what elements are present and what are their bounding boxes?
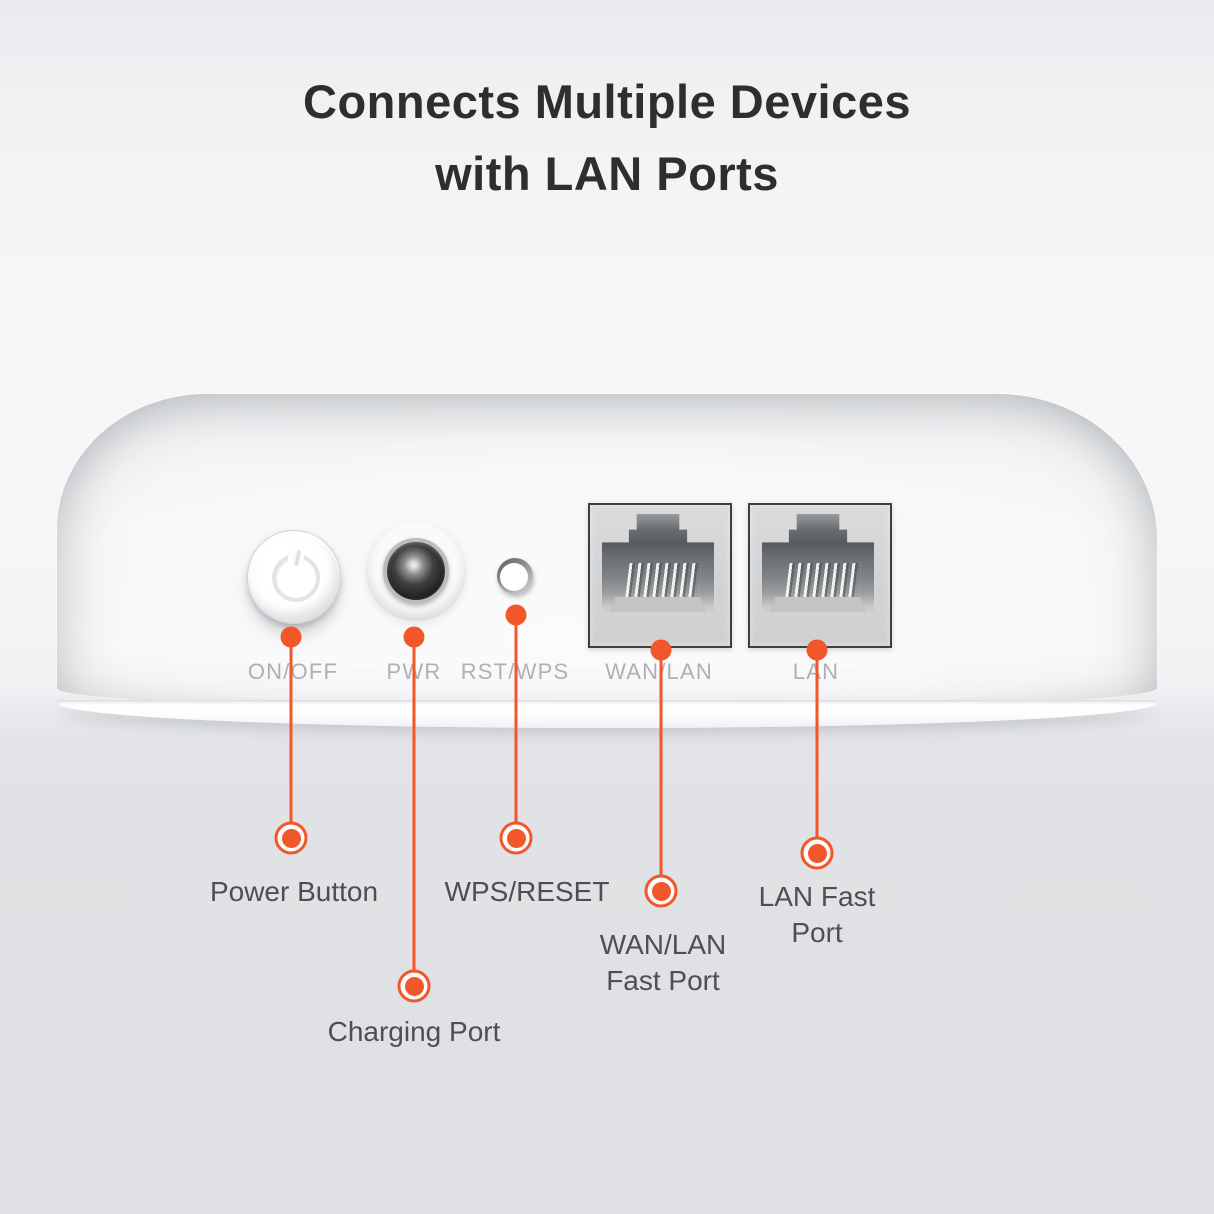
callout-anchor-dot: [806, 639, 828, 661]
title-line-2: with LAN Ports: [435, 147, 779, 200]
dc-jack-barrel: [383, 538, 449, 604]
callout-end-dot: [644, 874, 678, 908]
callout-anchor-dot: [505, 604, 527, 626]
callout-line: [514, 615, 518, 822]
callout-line: [412, 637, 416, 970]
callout-end-dot: [800, 836, 834, 870]
callout-label: Charging Port: [327, 1016, 501, 1047]
reset-wps-button: [497, 558, 533, 594]
callout-anchor-dot: [403, 626, 425, 648]
callout-anchor-dot: [650, 639, 672, 661]
callout-label: WPS/RESET: [444, 876, 610, 907]
port-label-lan: LAN: [793, 659, 839, 685]
rj45-socket: [762, 514, 874, 612]
title-line-1: Connects Multiple Devices: [303, 75, 911, 128]
callout-end-dot: [274, 821, 308, 855]
device-base-edge: [57, 700, 1157, 728]
reset-wps-button-face: [500, 563, 528, 591]
port-label-on-off: ON/OFF: [247, 659, 339, 684]
callout-end-dot: [499, 821, 533, 855]
rj45-socket-floor: [770, 597, 866, 612]
dc-charging-jack: [366, 521, 466, 621]
ethernet-port-wan-lan: [588, 503, 732, 648]
power-icon: [272, 554, 320, 602]
callout-label: Power Button: [209, 876, 379, 907]
port-label-rst-wps: RST/WPS: [461, 659, 570, 685]
callout-line: [659, 650, 663, 875]
callout-label: WAN/LAN Fast Port: [599, 929, 727, 996]
callout-end-dot: [397, 969, 431, 1003]
port-label-wan-lan: WAN/LAN: [605, 659, 713, 685]
router-back-panel: ON/OFF PWR RST/WPS WAN/LAN LAN: [57, 394, 1157, 706]
callout-label: LAN Fast Port: [758, 881, 876, 948]
power-button: [247, 530, 341, 624]
page-title: Connects Multiple Devices with LAN Ports: [0, 66, 1214, 210]
callout-line: [289, 637, 293, 822]
callout-line: [815, 650, 819, 837]
ethernet-port-lan: [748, 503, 892, 648]
rj45-socket-floor: [610, 597, 706, 612]
rj45-socket: [602, 514, 714, 612]
callout-anchor-dot: [280, 626, 302, 648]
